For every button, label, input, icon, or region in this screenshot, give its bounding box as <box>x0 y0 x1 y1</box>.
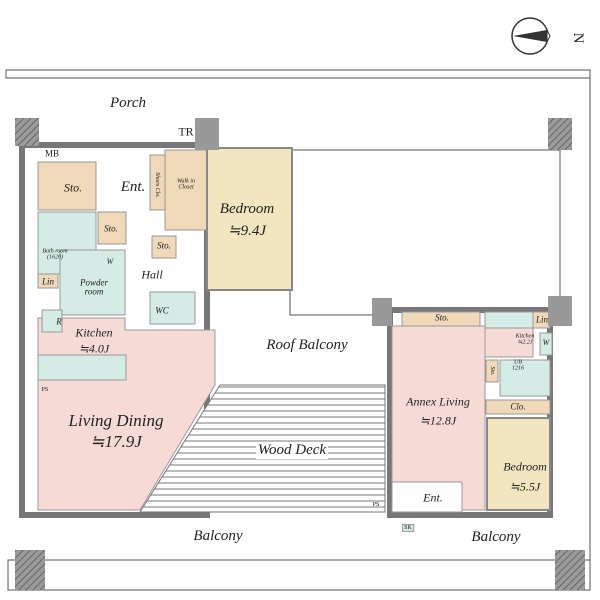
storage-annex-label: Sto. <box>435 312 449 323</box>
bedroom-annex-size: ≒5.5J <box>509 479 541 494</box>
washer-main-label: W <box>106 256 114 266</box>
hall-label: Hall <box>141 267 163 282</box>
closet-annex-label: Clo. <box>510 401 526 412</box>
annex-kitchen-counter <box>484 311 534 329</box>
wc-room <box>149 291 196 325</box>
column <box>15 118 39 146</box>
annex-living-size: ≒12.8J <box>419 413 457 428</box>
kitchen-counter <box>37 354 127 381</box>
wood-deck-label: Wood Deck <box>255 442 329 459</box>
walk-in-closet-label: Walk in Closet <box>177 178 195 191</box>
storage-main <box>37 161 97 211</box>
unit-bath <box>499 359 551 397</box>
storage-hall-2 <box>151 235 177 259</box>
column <box>15 550 45 590</box>
kitchen-main-name: Kitchen <box>75 325 113 340</box>
storage-hall-2-label: Sto. <box>157 240 171 251</box>
roof-balcony-area <box>289 149 561 316</box>
refrigerator <box>41 309 63 333</box>
powder-room-label: Powder room <box>80 277 108 297</box>
unit-bath-label: UB 1216 <box>512 359 524 372</box>
bedroom-main <box>206 147 293 291</box>
ps-annex-label: PS <box>372 501 380 508</box>
storage-annex-2-label: Sto. <box>489 366 496 376</box>
wc-label: WC <box>155 305 169 316</box>
column <box>548 296 572 326</box>
column <box>372 298 392 326</box>
walk-in-closet <box>164 149 208 231</box>
column <box>195 118 219 150</box>
balcony-annex-label: Balcony <box>471 529 521 546</box>
storage-annex-2 <box>485 359 499 383</box>
ps-main-label: PS <box>41 386 49 393</box>
bedroom-annex <box>486 417 551 511</box>
living-dining-size: ≒17.9J <box>90 432 142 452</box>
roof-edge <box>5 69 591 79</box>
linen-annex-label: Lin <box>535 314 549 325</box>
refrigerator-label: R <box>56 316 62 327</box>
bedroom-main-size: ≒9.4J <box>228 223 266 240</box>
compass-icon <box>511 17 551 55</box>
bedroom-annex-name: Bedroom <box>503 459 547 474</box>
kitchen-annex-label: Kitchen ≒2.2J <box>515 333 535 346</box>
storage-main-label: Sto. <box>63 180 83 195</box>
mb-label: MB <box>44 148 60 159</box>
linen-main-label: Lin <box>41 276 55 287</box>
storage-hall <box>97 211 127 245</box>
storage-hall-label: Sto. <box>104 223 118 234</box>
entrance-main-label: Ent. <box>120 179 146 196</box>
entrance-annex-label: Ent. <box>423 490 443 505</box>
shoes-closet-label: Shoes Clo. <box>154 172 161 198</box>
sk-label: SK <box>402 523 414 533</box>
closet-annex <box>485 399 551 415</box>
annex-living <box>391 325 486 511</box>
balcony-rail <box>7 559 591 591</box>
column <box>548 118 572 150</box>
kitchen-main-size: ≒4.0J <box>78 341 110 356</box>
washer-annex-label: W <box>542 337 550 347</box>
linen-main <box>37 273 59 289</box>
column <box>555 550 585 590</box>
bathroom-label: Bath room (1620) <box>42 248 68 261</box>
roof-balcony-label: Roof Balcony <box>266 337 348 354</box>
bedroom-main-name: Bedroom <box>219 201 275 218</box>
annex-living-name: Annex Living <box>406 394 470 409</box>
balcony-main-label: Balcony <box>193 528 243 545</box>
powder-room <box>59 249 126 316</box>
annex-entrance <box>391 481 463 513</box>
washer-annex <box>539 332 553 356</box>
tr-label: TR <box>178 124 194 139</box>
living-dining-name: Living Dining <box>68 411 164 431</box>
porch-label: Porch <box>109 95 147 112</box>
compass-north-label: N <box>569 32 586 44</box>
